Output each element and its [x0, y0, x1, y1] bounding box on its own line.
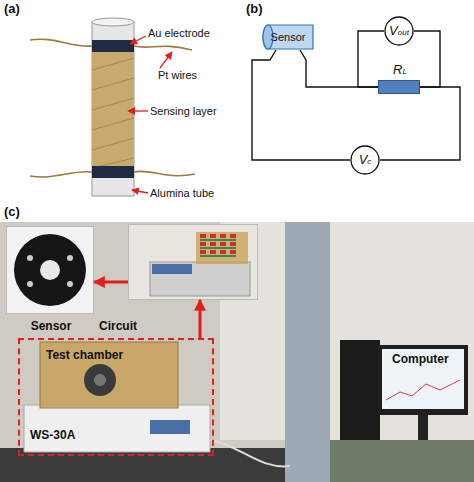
pt-wire	[134, 171, 195, 176]
panel-label: (b)	[246, 2, 263, 16]
pointer-arrow	[199, 300, 202, 338]
sensor-cylinder: Sensor	[262, 24, 314, 50]
board-modules	[200, 240, 236, 256]
control-panel	[150, 420, 190, 434]
screen-curve	[386, 380, 460, 400]
alumina-tube	[92, 22, 134, 196]
photo-background	[0, 222, 474, 482]
circuit-wire	[252, 50, 350, 160]
node-text: Vout	[384, 24, 414, 40]
panel-label: (a)	[4, 2, 20, 16]
monitor	[378, 345, 468, 415]
computer-tower	[340, 340, 380, 440]
node-text: Vc	[350, 153, 380, 169]
monitor-screen	[382, 349, 464, 409]
sensing-layer	[92, 50, 134, 168]
leader-arrow	[128, 110, 148, 111]
resistor-symbol: RL	[378, 80, 420, 94]
fan-hub	[94, 374, 106, 386]
leader-arrow	[132, 190, 148, 193]
leader-arrow	[130, 36, 146, 44]
cylinder-body	[263, 25, 313, 49]
part-label: Sensing layer	[150, 104, 217, 118]
circuit-photo-bg	[128, 224, 258, 300]
node-text: RL	[379, 63, 421, 79]
board-rack	[196, 232, 248, 264]
sensor-pin	[27, 255, 33, 261]
sensor-base	[14, 234, 86, 306]
sensing-layer-texture	[92, 58, 134, 168]
panel-label: (c)	[4, 205, 20, 219]
node-text: Sensor	[262, 30, 314, 44]
meter-circle	[351, 146, 379, 174]
voltmeter-circle: Vout	[384, 16, 414, 46]
sensor-core	[40, 260, 60, 280]
tube-end	[92, 18, 134, 26]
monitor-stand	[418, 415, 428, 440]
au-electrode	[92, 40, 134, 52]
circuit-photo: Circuit	[128, 224, 258, 300]
pt-wire	[30, 172, 92, 177]
desk	[330, 440, 474, 482]
test-chamber-body	[40, 342, 178, 408]
node-text: WS-30A	[30, 428, 110, 442]
au-electrode	[92, 166, 134, 178]
pointer-arrow	[94, 281, 128, 284]
lab-wall	[220, 222, 474, 440]
node-text: Sensor	[7, 319, 95, 333]
node-text: Test chamber	[46, 348, 166, 362]
pt-wire	[134, 46, 192, 50]
part-label: Pt wires	[158, 68, 197, 82]
circuit-device	[150, 262, 250, 296]
circuit-wire	[380, 87, 460, 160]
device-panel	[152, 264, 192, 274]
chamber-fan	[84, 364, 116, 396]
part-label: Au electrode	[148, 26, 210, 40]
node-text: Circuit	[99, 319, 159, 333]
circuit-wire	[358, 31, 384, 87]
sensor-pin	[67, 255, 73, 261]
board-modules	[200, 236, 236, 252]
sensor-pin	[67, 281, 73, 287]
pt-wire	[30, 39, 92, 46]
circuit-wire	[414, 31, 440, 87]
sensor-photo: Sensor	[6, 226, 94, 314]
sensor-photo-bg	[6, 226, 94, 314]
source-circle: Vc	[350, 145, 380, 175]
equipment-label: Computer	[392, 352, 449, 366]
circuit-wire	[300, 50, 378, 87]
sensor-pin	[27, 281, 33, 287]
meter-circle	[385, 17, 413, 45]
leader-arrow	[160, 52, 172, 68]
cable	[210, 440, 290, 466]
ws-30a-base	[24, 405, 210, 452]
fume-hood-column	[285, 222, 330, 482]
test-chamber-box: Test chamberWS-30A	[18, 338, 214, 456]
part-label: Alumina tube	[150, 186, 214, 200]
